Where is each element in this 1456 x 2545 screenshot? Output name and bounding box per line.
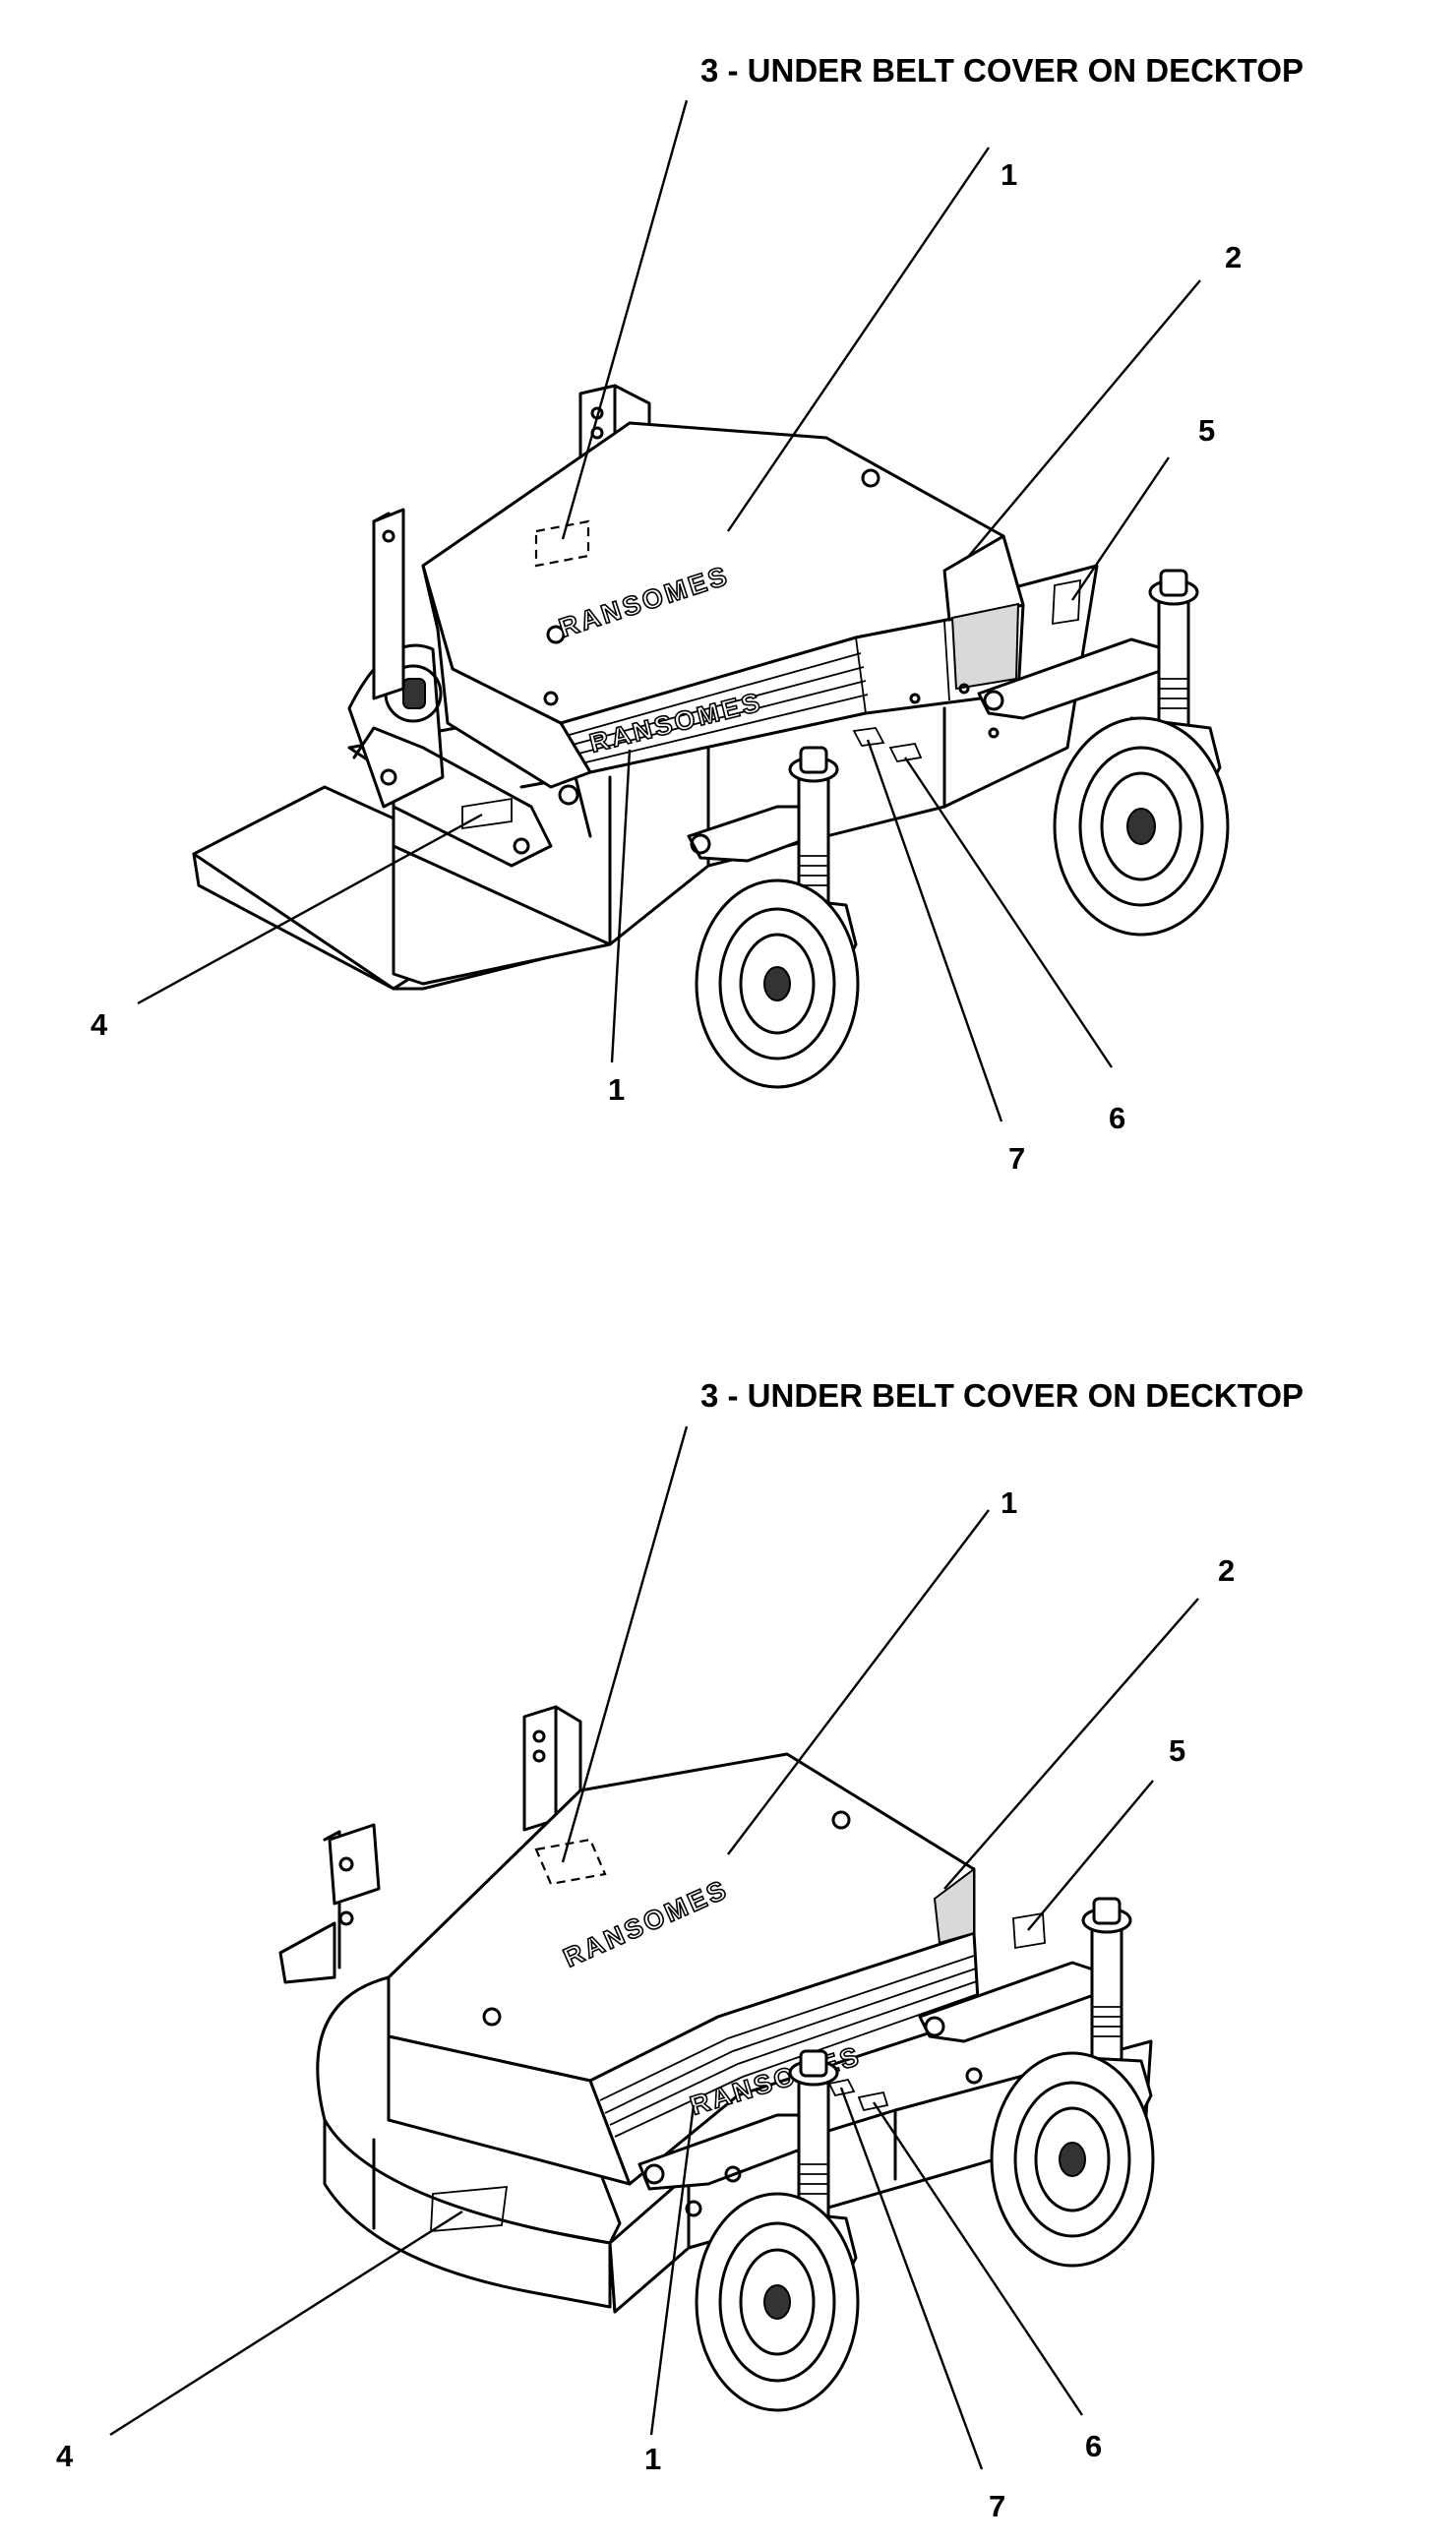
lower-decal-5-location	[1012, 1911, 1046, 1950]
lower-decal-6-location	[857, 2091, 889, 2112]
lower-view: 3 - UNDER BELT COVER ON DECKTOP	[56, 1377, 1304, 2523]
lower-decal-3-location	[534, 1838, 607, 1886]
lower-leader-5	[1027, 1780, 1154, 1931]
upper-callout-4: 4	[91, 1007, 108, 1042]
lower-leader-2	[943, 1598, 1199, 1890]
upper-leader-1-bottom	[610, 749, 632, 1063]
upper-leader-2	[968, 279, 1201, 557]
lower-mower-deck-drawing: RANSOMES RANSOMES	[278, 1705, 1155, 2412]
upper-callout-1-bottom: 1	[608, 1072, 625, 1107]
upper-view-title: 3 - UNDER BELT COVER ON DECKTOP	[700, 52, 1304, 89]
lower-callout-1-top: 1	[1001, 1485, 1017, 1520]
upper-mower-deck-drawing: RANSOMES RANSOMES	[192, 384, 1230, 1089]
lower-leader-6	[873, 2101, 1083, 2416]
upper-callout-1-top: 1	[1001, 157, 1017, 192]
upper-callout-6: 6	[1109, 1101, 1125, 1135]
upper-leader-lines	[137, 99, 1201, 1122]
upper-decal-7-location	[852, 727, 885, 747]
upper-decal-4-location	[461, 797, 513, 830]
upper-callouts: 1 2 5 4 1 6 7	[91, 157, 1242, 1176]
upper-view: 3 - UNDER BELT COVER ON DECKTOP	[91, 52, 1304, 1176]
lower-decal-7-location	[827, 2078, 856, 2097]
upper-decal-6-location	[888, 743, 923, 762]
lower-callout-4: 4	[56, 2439, 74, 2473]
lower-decal-4-location	[430, 2185, 509, 2232]
lower-leader-7	[839, 2087, 984, 2470]
lower-leader-3	[561, 1425, 689, 1863]
upper-leader-7	[866, 739, 1003, 1122]
upper-decal-3-location	[534, 519, 590, 568]
lower-leader-1-bottom	[649, 2104, 696, 2436]
upper-callout-5: 5	[1198, 413, 1215, 448]
upper-decal-5-location	[1052, 578, 1081, 626]
lower-view-title: 3 - UNDER BELT COVER ON DECKTOP	[700, 1377, 1304, 1414]
lower-leader-lines	[109, 1425, 1199, 2470]
lower-callout-7: 7	[989, 2489, 1005, 2523]
lower-leader-4	[109, 2210, 463, 2437]
upper-leader-6	[904, 757, 1113, 1068]
lower-callout-6: 6	[1085, 2429, 1102, 2463]
lower-callouts: 1 2 5 4 1 6 7	[56, 1485, 1235, 2523]
upper-callout-7: 7	[1008, 1141, 1025, 1176]
upper-leader-1-top	[727, 147, 990, 532]
upper-leader-4	[137, 813, 483, 1005]
lower-callout-1-bottom: 1	[644, 2442, 661, 2476]
lower-callout-5: 5	[1169, 1733, 1185, 1768]
upper-callout-2: 2	[1225, 240, 1242, 274]
lower-leader-1-top	[727, 1509, 990, 1855]
upper-leader-5	[1071, 456, 1170, 601]
lower-callout-2: 2	[1218, 1553, 1235, 1588]
upper-leader-3	[561, 99, 689, 540]
